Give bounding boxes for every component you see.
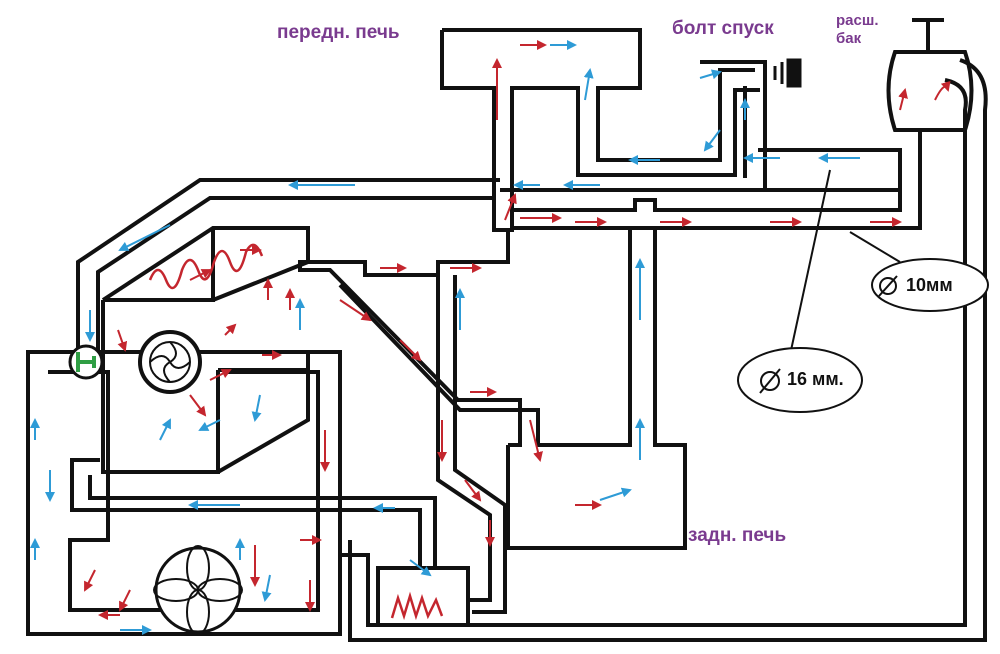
thermostat — [68, 344, 104, 380]
drain-bolt-pipe — [500, 60, 767, 192]
pipes — [26, 18, 988, 642]
diameter-symbol-16-icon — [760, 371, 780, 391]
dia-10-bubble — [871, 258, 989, 312]
dia-10-label: 10мм — [906, 275, 953, 295]
dia-16-bubble — [737, 347, 863, 413]
coil-box-pipe — [70, 458, 422, 568]
tank-right-pipe-inner — [340, 78, 968, 627]
front-heater-box-inner — [440, 30, 760, 232]
rear-heater-box — [298, 228, 522, 447]
coil-box-pipe-b — [88, 475, 437, 568]
diameter-symbol-10-icon — [879, 277, 897, 295]
main-line-10mm — [512, 130, 922, 230]
pipe-left-riser — [76, 178, 500, 352]
front-heater-label: передн. печь — [277, 22, 400, 43]
pipe-left-riser-inner — [96, 196, 495, 352]
rear-heater-label: задн. печь — [688, 525, 787, 546]
tank-cap — [912, 18, 944, 52]
expansion-tank — [886, 50, 974, 132]
radiator-inner-outline — [48, 370, 320, 612]
main-line-upper — [512, 148, 902, 212]
hot-flow-arrows — [84, 40, 951, 620]
tank-right-pipe — [348, 58, 988, 642]
drain-bolt-icon — [773, 58, 802, 88]
dia-16-label: 16 мм. — [787, 369, 844, 389]
water-pump — [138, 330, 202, 394]
rear-heater-coil-icon — [390, 591, 444, 621]
rear-return-line — [436, 275, 492, 602]
expansion-tank-label-line1: расш. — [836, 12, 879, 29]
cold-flow-arrows — [30, 40, 860, 635]
rear-return-line-b — [453, 275, 507, 614]
engine-top-coil — [148, 243, 264, 290]
drain-bolt-label: болт спуск — [672, 18, 774, 39]
diameter-callouts — [737, 169, 989, 413]
coil-box — [376, 566, 470, 627]
expansion-tank-label-line2: бак — [836, 30, 862, 47]
radiator-fan — [153, 545, 243, 635]
front-heater-box — [442, 28, 755, 162]
radiator-outline — [26, 350, 342, 636]
